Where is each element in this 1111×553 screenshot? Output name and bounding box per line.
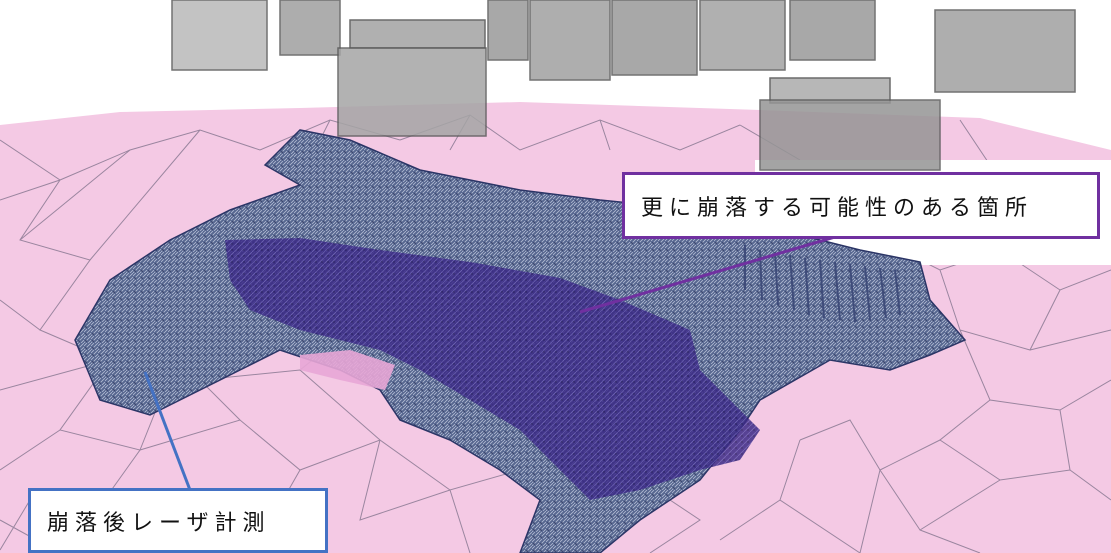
collapse-risk-callout: 更に崩落する可能性のある箇所	[622, 172, 1100, 239]
laser-scan-label: 崩落後レーザ計測	[47, 510, 271, 536]
scan-vertical-structure	[744, 245, 901, 323]
laser-scan-callout: 崩落後レーザ計測	[28, 488, 328, 553]
building-blocks	[171, 0, 1076, 171]
collapse-risk-region	[225, 238, 760, 500]
laser-scan-leader-line	[143, 371, 192, 491]
collapse-risk-label: 更に崩落する可能性のある箇所	[641, 195, 1034, 221]
exposed-patch	[300, 350, 395, 390]
collapse-risk-leader-line	[579, 227, 863, 314]
